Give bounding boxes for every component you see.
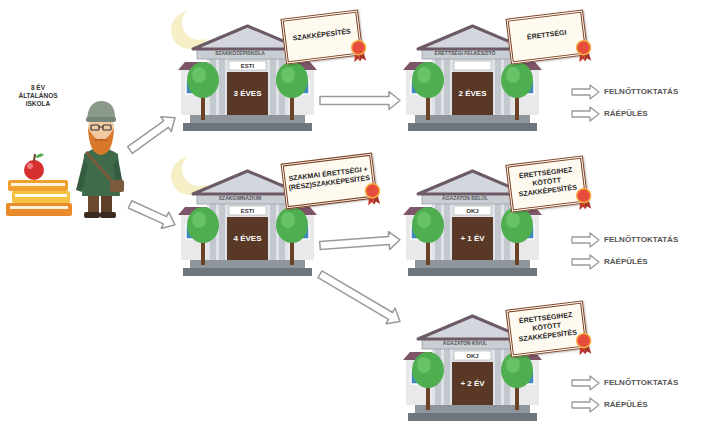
certificate: ÉRETTSÉGIHEZ KÖTÖTT SZAKKÉPESÍTÉS <box>505 155 588 212</box>
student-node: 8 ÉV ÁLTALÁNOS ISKOLA <box>5 82 130 218</box>
certificate-text-group: SZAKKÉPESÍTÉS <box>292 27 351 43</box>
flow-arrow <box>318 271 400 324</box>
certificate-text: SZAKKÉPESÍTÉS <box>292 27 351 43</box>
door-label: 3 ÉVES <box>227 74 268 114</box>
output-arrow <box>572 398 599 412</box>
seal-ribbon <box>350 39 369 63</box>
door-sign: ESTI <box>229 206 266 215</box>
flow-arrow <box>320 232 400 250</box>
outcome-label: FELNŐTTOKTATÁS <box>604 379 678 387</box>
roof-sign: ÁGAZATON KÍVÜL <box>425 338 505 349</box>
certificate-text: ÉRETTSÉGIHEZ KÖTÖTT SZAKKÉPESÍTÉS <box>515 165 578 198</box>
certificate-text-group: SZAKMAI ÉRETTSÉGI + (RÉSZ)SZAKKÉPESÍTÉS <box>287 165 370 192</box>
flow-arrow <box>128 117 175 154</box>
output-arrow <box>572 255 599 269</box>
certificate-text-group: ÉRETTSÉGIHEZ KÖTÖTT SZAKKÉPESÍTÉS <box>515 310 578 343</box>
output-arrow <box>572 85 599 99</box>
certificate: SZAKMAI ÉRETTSÉGI + (RÉSZ)SZAKKÉPESÍTÉS <box>281 153 378 210</box>
school-label: 8 ÉV ÁLTALÁNOS ISKOLA <box>13 84 63 107</box>
output-arrow <box>572 233 599 247</box>
certificate-text: ÉRETTSÉGI <box>527 28 567 42</box>
outcome-label: FELNŐTTOKTATÁS <box>604 88 678 96</box>
certificate-text-group: ÉRETTSÉGIHEZ KÖTÖTT SZAKKÉPESÍTÉS <box>515 165 578 198</box>
roof-sign: ÉRETTSÉGI FELKÉSZÍTŐ <box>425 48 505 59</box>
outcome-label: FELNŐTTOKTATÁS <box>604 236 678 244</box>
roof-sign: SZAKGIMNÁZIUM <box>200 193 280 204</box>
flow-arrow <box>128 201 175 229</box>
door-label: 2 ÉVES <box>452 74 493 114</box>
certificate-text: ÉRETTSÉGIHEZ KÖTÖTT SZAKKÉPESÍTÉS <box>515 310 578 343</box>
outcome-label: RÁÉPÜLÉS <box>604 110 648 118</box>
door-label: + 2 ÉV <box>452 364 493 404</box>
roof-sign: SZAKKÖZÉPISKOLA <box>200 48 280 59</box>
seal-ribbon <box>575 39 594 63</box>
seal-ribbon <box>364 182 383 206</box>
seal-ribbon <box>575 187 594 211</box>
roof-sign: ÁGAZATON BELÜL <box>425 193 505 204</box>
door-sign: ESTI <box>229 61 266 70</box>
apple <box>24 153 44 180</box>
certificate-text: SZAKMAI ÉRETTSÉGI + (RÉSZ)SZAKKÉPESÍTÉS <box>287 165 370 192</box>
output-arrow <box>572 107 599 121</box>
output-arrow <box>572 376 599 390</box>
certificate: SZAKKÉPESÍTÉS <box>280 9 363 64</box>
door-label: 4 ÉVES <box>227 219 268 259</box>
outcome-label: RÁÉPÜLÉS <box>604 258 648 266</box>
seal-ribbon <box>575 332 594 356</box>
certificate: ÉRETTSÉGI <box>505 9 588 64</box>
student-figure <box>76 101 124 218</box>
book-stack <box>6 180 72 216</box>
certificate-text-group: ÉRETTSÉGI <box>527 28 567 42</box>
certificate: ÉRETTSÉGIHEZ KÖTÖTT SZAKKÉPESÍTÉS <box>505 300 588 357</box>
door-sign: OKJ <box>454 206 491 215</box>
door-sign: OKJ <box>454 351 491 360</box>
outcome-label: RÁÉPÜLÉS <box>604 401 648 409</box>
flow-arrow <box>320 92 400 110</box>
door-label: + 1 ÉV <box>452 219 493 259</box>
